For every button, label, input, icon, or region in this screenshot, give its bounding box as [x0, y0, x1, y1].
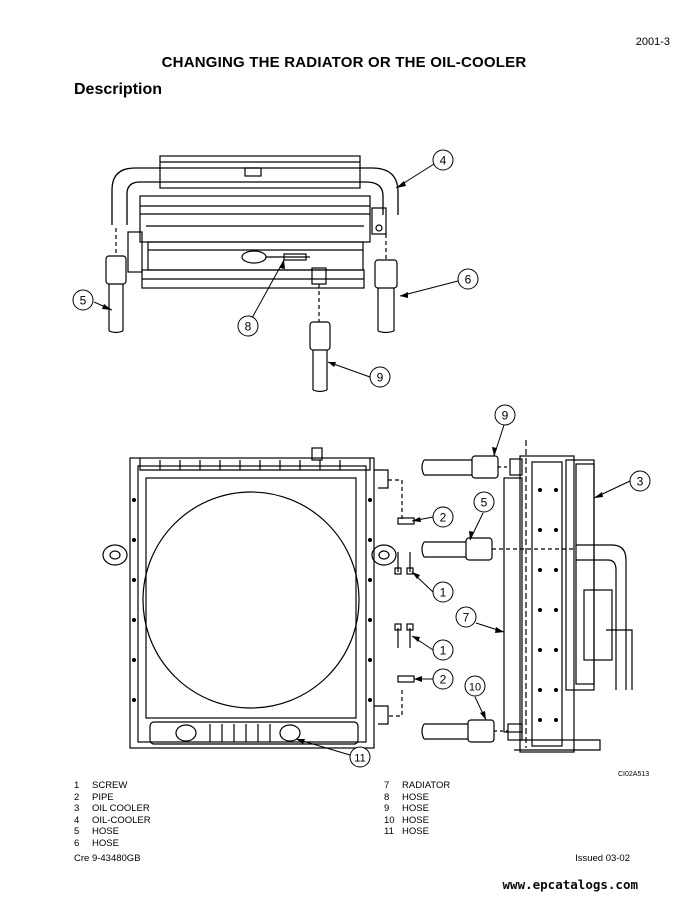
callout-9-top: 9 — [377, 371, 384, 385]
document-reference: Cre 9-43480GB — [74, 853, 141, 864]
legend-label: HOSE — [402, 826, 429, 838]
legend-label: HOSE — [92, 837, 119, 849]
legend-label: SCREW — [92, 780, 128, 791]
callout-2-lower: 2 — [440, 673, 447, 687]
callout-4: 4 — [440, 154, 447, 168]
leader-lines — [93, 163, 631, 756]
figure-code: CI02A513 — [618, 771, 650, 778]
legend-label: HOSE — [402, 814, 429, 826]
issue-date: Issued 03-02 — [575, 853, 630, 864]
front-view-drawing — [102, 440, 633, 753]
callouts: 4 6 5 8 9 9 3 5 2 1 7 1 2 10 11 — [72, 149, 651, 768]
page-number: 2001-3 — [635, 36, 670, 48]
top-view-drawing — [105, 155, 399, 393]
callout-1-lower: 1 — [440, 644, 447, 658]
callout-6: 6 — [465, 273, 472, 287]
callout-5-bottom: 5 — [481, 496, 488, 510]
callout-8: 8 — [245, 320, 252, 334]
legend-label: OIL-COOLER — [92, 814, 151, 826]
page-title: CHANGING THE RADIATOR OR THE OIL-COOLER — [161, 54, 527, 71]
leader-arrowheads — [102, 181, 603, 744]
watermark-url: www.epcatalogs.com — [502, 877, 638, 892]
callout-7: 7 — [463, 611, 470, 625]
callout-2-upper: 2 — [440, 511, 447, 525]
callout-5-top: 5 — [80, 294, 87, 308]
callout-9-bottom: 9 — [502, 409, 509, 423]
callout-10: 10 — [469, 682, 481, 694]
callout-3: 3 — [637, 475, 644, 489]
legend-label: OIL COOLER — [92, 803, 150, 815]
legend-label: HOSE — [402, 791, 429, 803]
legend-label: PIPE — [92, 791, 114, 803]
legend-label: HOSE — [402, 803, 429, 815]
section-heading: Description — [74, 81, 163, 98]
legend-label: HOSE — [92, 826, 119, 838]
legend-label: RADIATOR — [402, 780, 451, 791]
callout-1-upper: 1 — [440, 586, 447, 600]
callout-11: 11 — [354, 753, 365, 765]
